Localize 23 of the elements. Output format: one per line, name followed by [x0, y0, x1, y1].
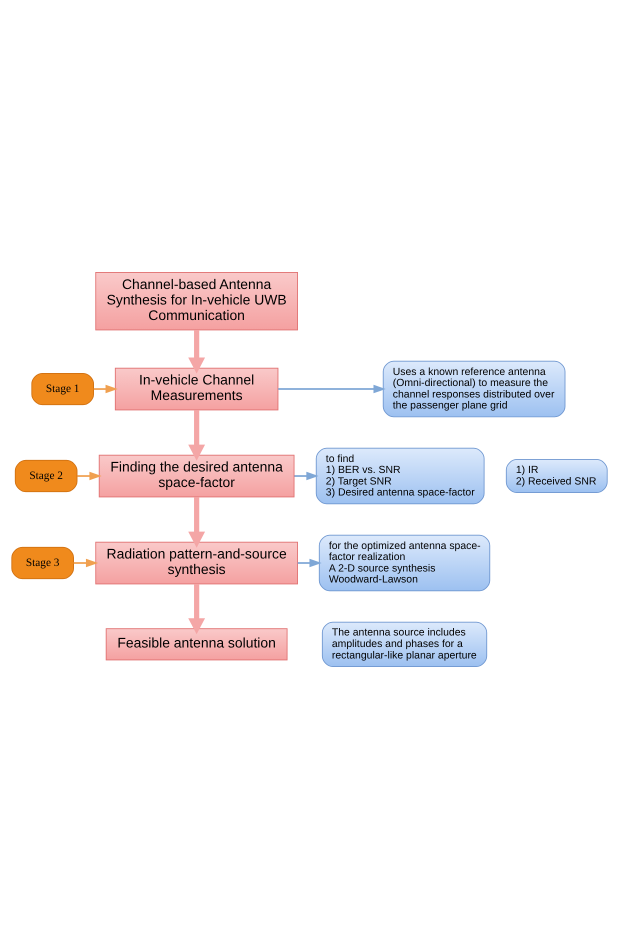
- arrow: [188, 330, 206, 374]
- arrow: [77, 472, 102, 480]
- node-box: In-vehicle Channel Measurements: [114, 368, 278, 410]
- arrow: [188, 410, 206, 461]
- arrow: [294, 472, 319, 480]
- node-box: Stage 3: [11, 546, 74, 580]
- arrow: [94, 384, 118, 394]
- node-box: Stage 1: [31, 372, 94, 406]
- arrow: [298, 558, 322, 568]
- node-box: 1) IR 2) Received SNR: [506, 459, 608, 493]
- arrow: [278, 384, 386, 394]
- arrow: [74, 558, 98, 568]
- node-box: The antenna source includes amplitudes and phases for a rectangular-like planar aperture: [322, 622, 488, 667]
- node-box: Feasible antenna solution: [106, 628, 288, 660]
- node-box: Channel-based Antenna Synthesis for In-vehicle UWB Communication: [95, 272, 298, 330]
- node-box: Stage 2: [14, 460, 78, 492]
- arrow: [188, 497, 206, 548]
- node-box: for the optimized antenna space-factor realization A 2-D source synthesis Woodward-Lawson: [318, 534, 490, 592]
- node-box: Radiation pattern-and-source synthesis: [95, 542, 298, 584]
- node-box: Uses a known reference antenna (Omni-directional) to measure the channel responses distributed over the passenger plane grid: [382, 360, 566, 418]
- node-box: Finding the desired antenna space-factor: [98, 454, 294, 498]
- node-box: to find 1) BER vs. SNR 2) Target SNR 3) Desired antenna space-factor: [316, 448, 485, 504]
- arrow: [188, 584, 206, 634]
